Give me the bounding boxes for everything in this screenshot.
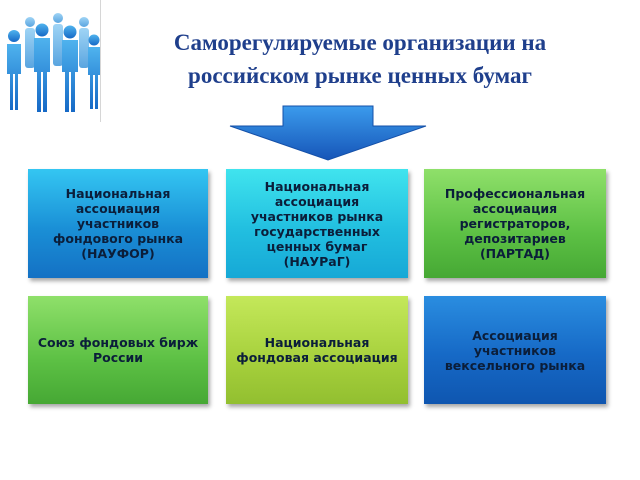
org-label: Национальная ассоциация участников рынка… [250, 178, 384, 269]
org-box-national-stock-association: Национальная фондовая ассоциация [226, 296, 408, 404]
org-box-naurag: Национальная ассоциация участников рынка… [226, 169, 408, 278]
org-box-stock-exchanges-union: Союз фондовых бирж России [28, 296, 208, 404]
page-title: Саморегулируемые организации на российск… [110, 26, 610, 92]
org-label: Национальная ассоциация участников фондо… [52, 186, 184, 261]
title-line-1: Саморегулируемые организации на [173, 30, 547, 55]
org-label: Союз фондовых бирж России [37, 335, 199, 365]
org-label: Ассоциация участников вексельного рынка [444, 327, 586, 373]
down-arrow-icon [229, 105, 427, 161]
org-box-naufor: Национальная ассоциация участников фондо… [28, 169, 208, 278]
org-box-promissory-note-market: Ассоциация участников вексельного рынка [424, 296, 606, 404]
org-label: Национальная фондовая ассоциация [236, 335, 398, 365]
logo-divider [100, 0, 101, 122]
title-line-2: российском рынке ценных бумаг [188, 63, 532, 88]
business-people-icon [7, 13, 100, 112]
org-box-partad: Профессиональная ассоциация регистраторо… [424, 169, 606, 278]
org-label: Профессиональная ассоциация регистраторо… [444, 186, 586, 261]
